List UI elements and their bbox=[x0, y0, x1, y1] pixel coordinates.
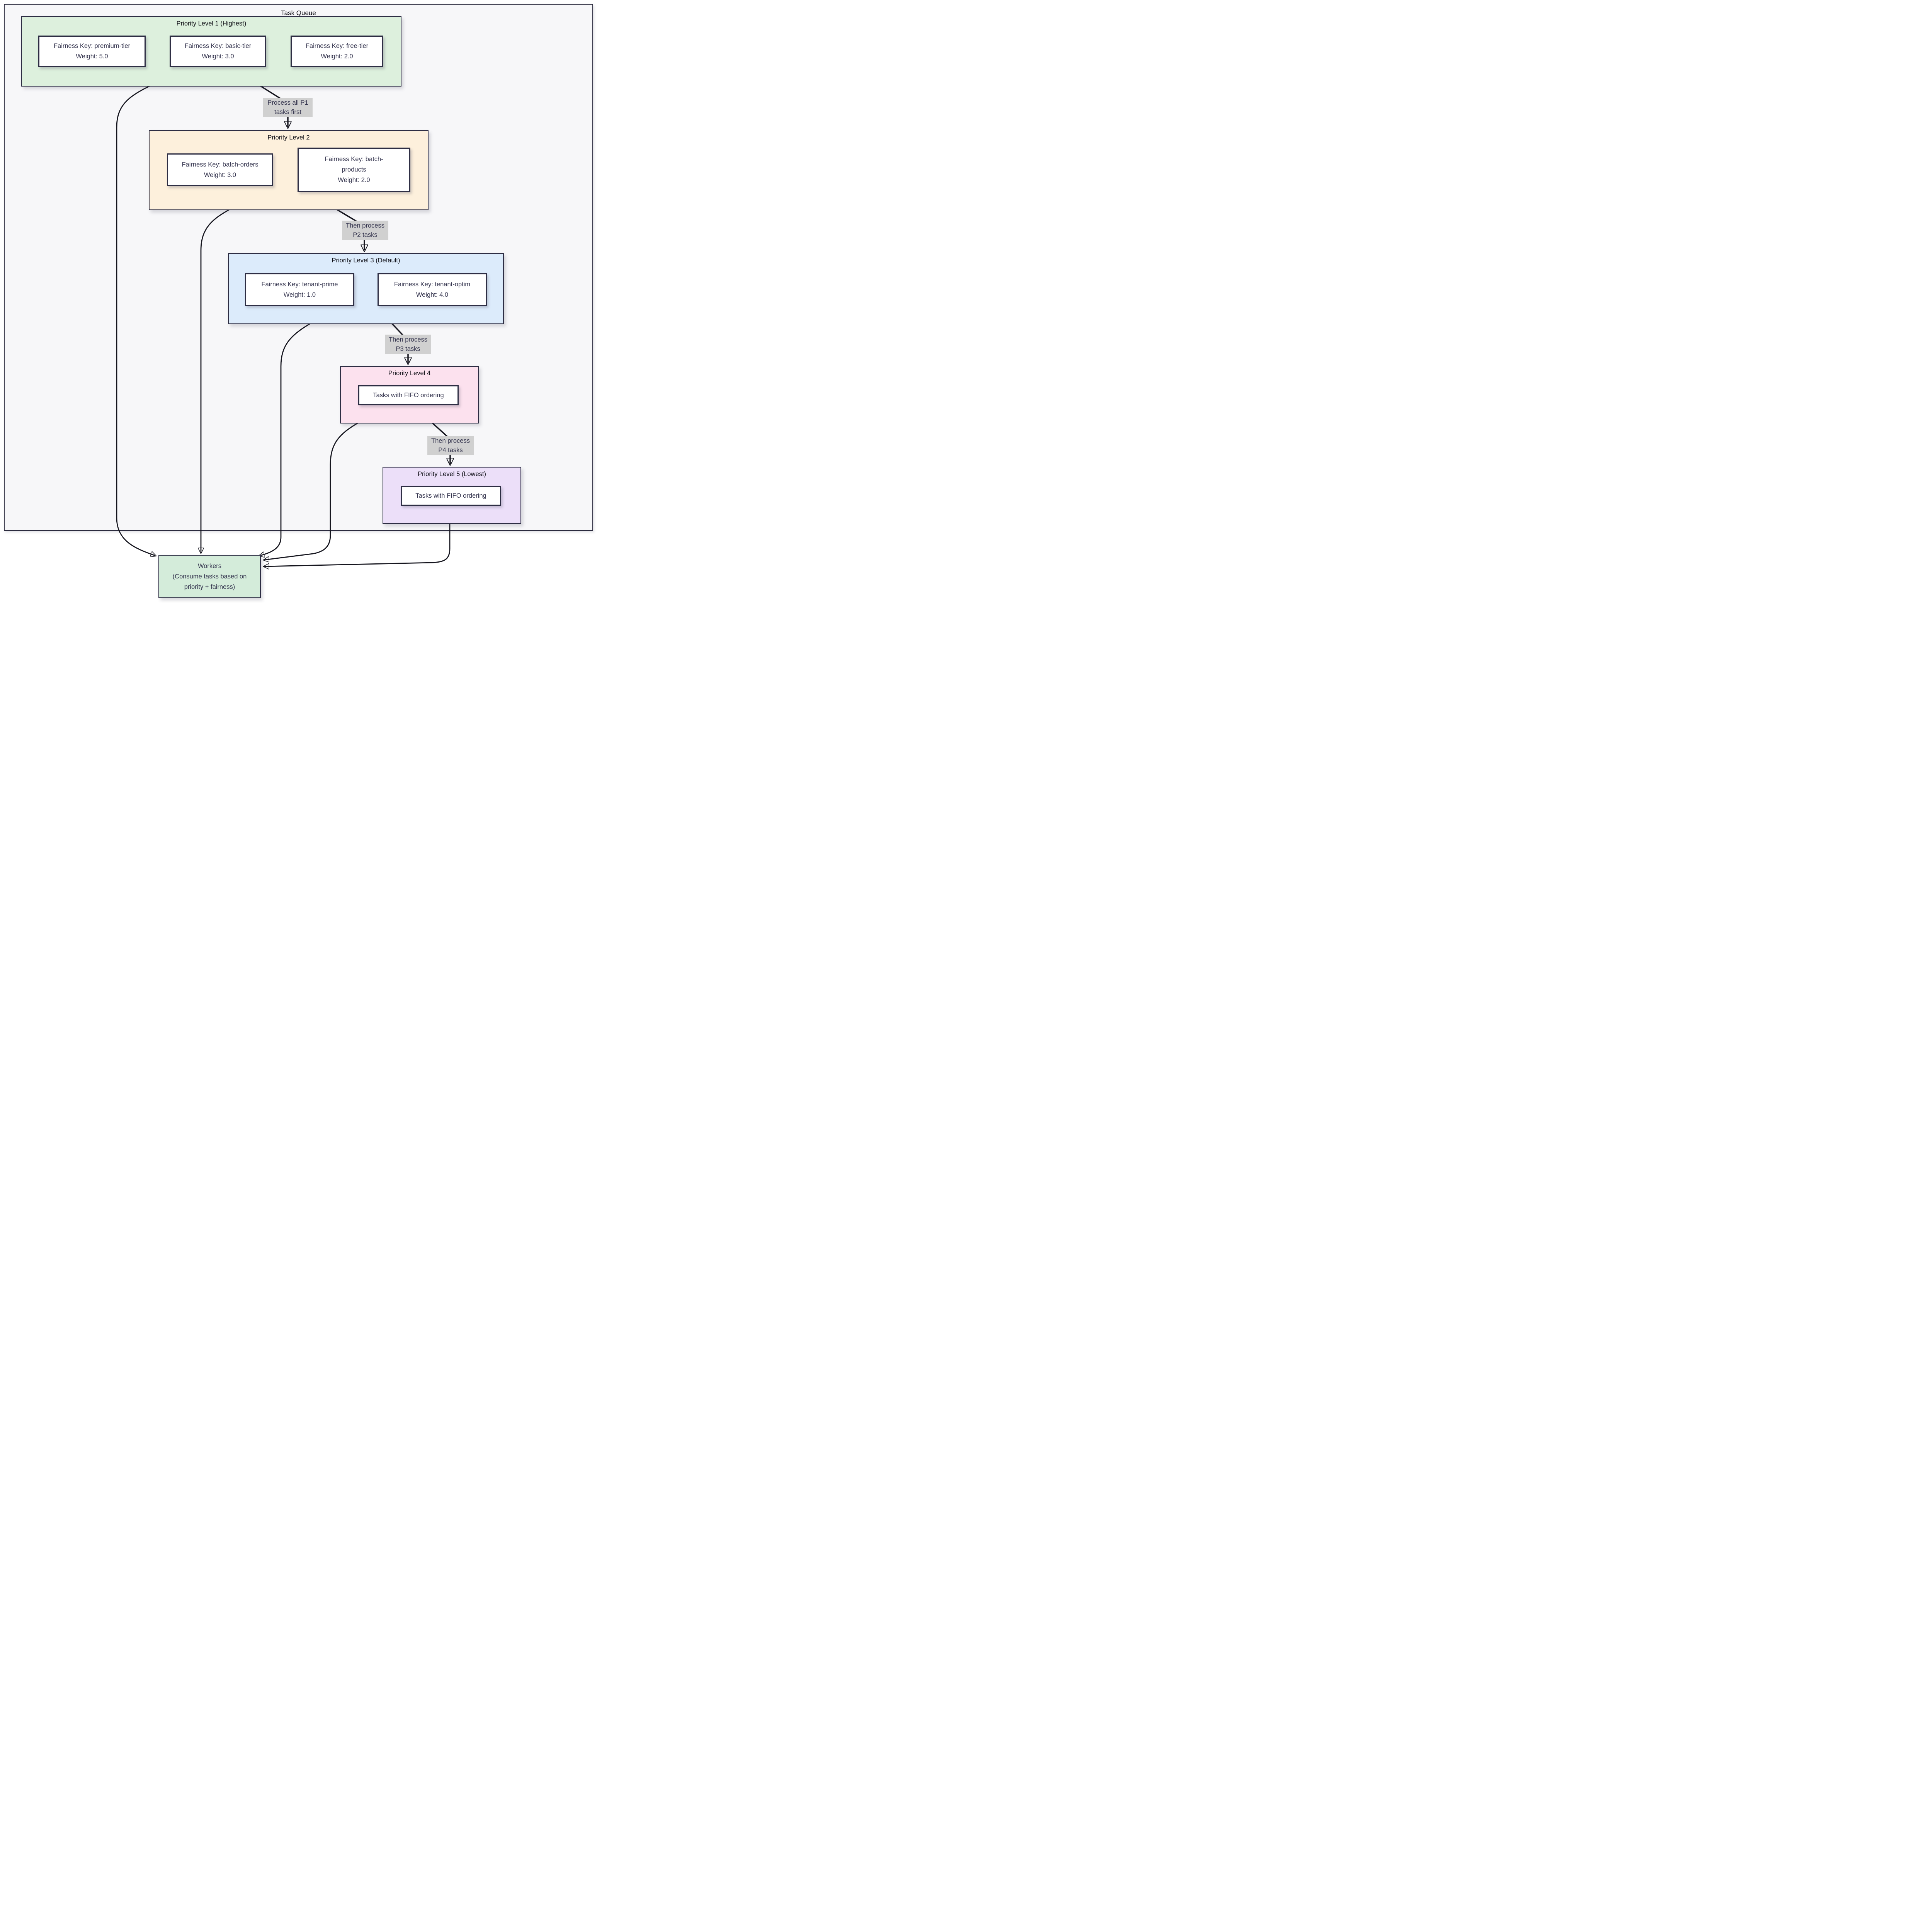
edge-label-line: Then process bbox=[346, 222, 384, 229]
level-p3-title: Priority Level 3 (Default) bbox=[332, 257, 400, 264]
edge-label-line: P4 tasks bbox=[438, 447, 463, 454]
node-free-tier: Fairness Key: free-tier Weight: 2.0 bbox=[291, 36, 383, 67]
edges-layer bbox=[116, 84, 597, 603]
node-line: Weight: 4.0 bbox=[416, 291, 449, 298]
diagram-canvas: Task Queue Priority Level 1 (Highest) Fa… bbox=[0, 0, 597, 603]
node-line: Fairness Key: batch- bbox=[325, 156, 383, 163]
level-p5: Priority Level 5 (Lowest) Tasks with FIF… bbox=[383, 467, 521, 524]
edge-label-p1-p2: Process all P1 tasks first bbox=[263, 98, 313, 117]
node-basic-tier: Fairness Key: basic-tier Weight: 3.0 bbox=[170, 36, 266, 67]
edge-label-line: tasks first bbox=[274, 109, 301, 116]
edge-label-p2-p3: Then process P2 tasks bbox=[342, 221, 388, 240]
edge-label-line: Process all P1 bbox=[267, 99, 308, 106]
node-line: Weight: 5.0 bbox=[76, 53, 108, 60]
node-line: Weight: 3.0 bbox=[204, 171, 236, 179]
node-batch-products: Fairness Key: batch- products Weight: 2.… bbox=[298, 148, 410, 192]
node-line: Fairness Key: free-tier bbox=[305, 43, 369, 49]
node-line: Weight: 2.0 bbox=[321, 53, 353, 60]
level-p4: Priority Level 4 Tasks with FIFO orderin… bbox=[340, 366, 479, 423]
edge-label-line: P2 tasks bbox=[353, 231, 378, 238]
workers-line: (Consume tasks based on bbox=[172, 573, 247, 580]
level-p4-title: Priority Level 4 bbox=[388, 370, 431, 377]
node-line: Fairness Key: batch-orders bbox=[182, 161, 259, 168]
node-tenant-prime: Fairness Key: tenant-prime Weight: 1.0 bbox=[245, 273, 354, 306]
level-p2-title: Priority Level 2 bbox=[267, 134, 310, 141]
node-line: Fairness Key: tenant-optim bbox=[394, 281, 471, 288]
level-p1-title: Priority Level 1 (Highest) bbox=[176, 20, 247, 27]
workers-node: Workers (Consume tasks based on priority… bbox=[158, 555, 261, 598]
edge-label-line: P3 tasks bbox=[396, 345, 420, 352]
edge-label-p4-p5: Then process P4 tasks bbox=[427, 436, 474, 455]
edge-p4-to-workers bbox=[264, 421, 360, 560]
node-fifo-p4: Tasks with FIFO ordering bbox=[358, 385, 459, 405]
edge-label-line: Then process bbox=[431, 437, 470, 444]
edge-p2-to-workers bbox=[201, 208, 231, 553]
node-line: Weight: 3.0 bbox=[202, 53, 234, 60]
node-line: Weight: 2.0 bbox=[338, 177, 370, 184]
node-line: Fairness Key: premium-tier bbox=[53, 43, 131, 49]
edge-p1-to-workers bbox=[116, 84, 155, 556]
workers-line: Workers bbox=[197, 562, 222, 570]
node-line: Fairness Key: tenant-prime bbox=[261, 281, 338, 288]
node-premium-tier: Fairness Key: premium-tier Weight: 5.0 bbox=[38, 36, 146, 67]
workers-line: priority + fairness) bbox=[184, 583, 235, 590]
edge-label-line: Then process bbox=[389, 336, 427, 343]
node-line: Fairness Key: basic-tier bbox=[184, 43, 252, 49]
level-p3: Priority Level 3 (Default) Fairness Key:… bbox=[228, 253, 504, 324]
level-p2: Priority Level 2 Fairness Key: batch-ord… bbox=[149, 130, 429, 210]
node-line: products bbox=[342, 166, 366, 173]
node-fifo-p5: Tasks with FIFO ordering bbox=[401, 486, 501, 506]
edge-label-p3-p4: Then process P3 tasks bbox=[385, 335, 431, 354]
node-tenant-optim: Fairness Key: tenant-optim Weight: 4.0 bbox=[378, 273, 487, 306]
container-title: Task Queue bbox=[281, 9, 316, 17]
node-line: Tasks with FIFO ordering bbox=[415, 492, 486, 499]
edge-p5-to-workers bbox=[264, 522, 451, 566]
level-p1: Priority Level 1 (Highest) Fairness Key:… bbox=[21, 16, 401, 87]
node-line: Weight: 1.0 bbox=[283, 291, 316, 298]
edge-p3-to-workers bbox=[260, 322, 312, 556]
level-p5-title: Priority Level 5 (Lowest) bbox=[418, 471, 486, 478]
node-line: Tasks with FIFO ordering bbox=[373, 391, 444, 399]
node-batch-orders: Fairness Key: batch-orders Weight: 3.0 bbox=[167, 153, 273, 186]
